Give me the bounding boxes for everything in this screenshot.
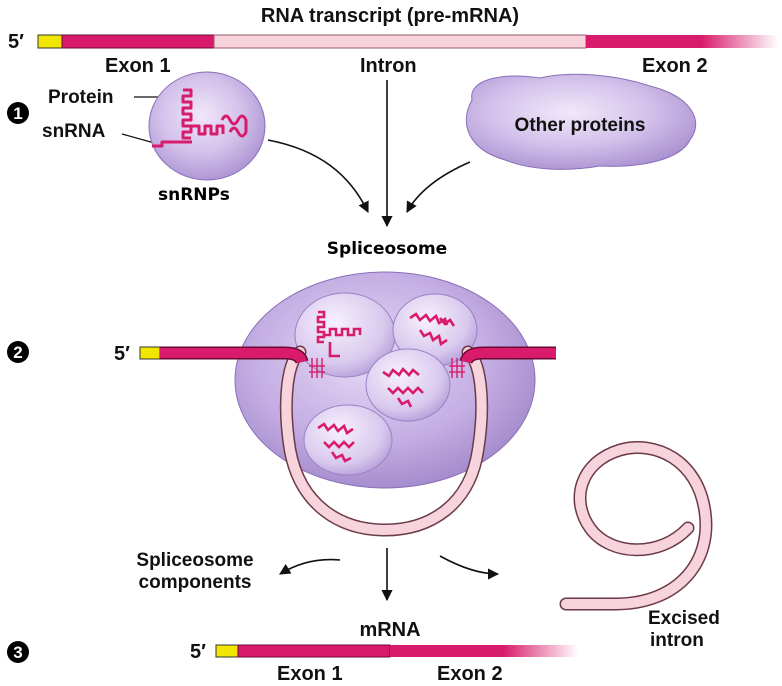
- intron-label: Intron: [360, 55, 417, 77]
- exon2-label: Exon 2: [642, 55, 708, 77]
- arrow-other-proteins: [406, 161, 471, 213]
- other-proteins-blob: [465, 73, 697, 170]
- svg-text:1: 1: [13, 104, 22, 123]
- other-proteins-label: Other proteins: [515, 115, 646, 136]
- intron-bar-top: [213, 34, 587, 49]
- svg-text:3: 3: [13, 643, 22, 662]
- snrna-label: snRNA: [42, 121, 106, 142]
- protein-strand: [220, 114, 248, 138]
- snrnp-particle: [148, 71, 266, 181]
- cap-top: [37, 34, 63, 49]
- pre-mrna-strand: [37, 34, 778, 49]
- subunit-middle: [365, 348, 451, 422]
- step-1-marker: 1: [7, 102, 29, 124]
- five-prime-label-mid: 5′: [114, 343, 130, 365]
- five-prime-label-top: 5′: [8, 31, 24, 53]
- title: RNA transcript (pre-mRNA): [261, 5, 519, 27]
- arrow-excised: [439, 555, 500, 580]
- exon2-mid: [461, 348, 556, 364]
- base-pairing-right: [449, 358, 465, 378]
- cap-mid: [139, 346, 161, 360]
- excised-label-2: intron: [650, 630, 704, 651]
- exon1-label: Exon 1: [105, 55, 171, 77]
- intron-loop: [281, 347, 487, 536]
- spliceosome-components-label-1: Spliceosome: [136, 550, 253, 571]
- arrow-snrnps: [267, 139, 369, 214]
- spliceosome-components-label-2: components: [139, 572, 252, 593]
- mrna-strand: [215, 644, 578, 658]
- excised-label-1: Excised: [648, 608, 720, 629]
- step-2-marker: 2: [7, 341, 29, 363]
- subunit-top-left: [294, 292, 396, 378]
- arrow-components: [279, 558, 341, 575]
- base-pairing-left: [309, 358, 325, 378]
- spliceosome-label: Spliceosome: [327, 239, 447, 259]
- subunit-bottom-left: [303, 404, 393, 476]
- mrna-exon1-label: Exon 1: [277, 663, 343, 685]
- subunit-top-right: [392, 293, 478, 367]
- mrna-exon2-bar: [390, 645, 578, 657]
- five-prime-label-bottom: 5′: [190, 641, 206, 663]
- mrna-exon1-bar: [237, 644, 391, 658]
- snrna-strand: [152, 88, 225, 148]
- excised-intron: [561, 442, 711, 609]
- exon2-bar-top: [586, 35, 778, 48]
- mrna-exon2-label: Exon 2: [437, 663, 503, 685]
- mrna-label: mRNA: [359, 619, 420, 641]
- protein-label: Protein: [48, 87, 113, 108]
- exon1-bar-top: [61, 34, 215, 49]
- exon1-mid: [160, 348, 307, 364]
- svg-text:2: 2: [13, 343, 22, 362]
- step-3-marker: 3: [7, 641, 29, 663]
- cap-bottom: [215, 644, 239, 658]
- snrnps-label: snRNPs: [158, 185, 230, 205]
